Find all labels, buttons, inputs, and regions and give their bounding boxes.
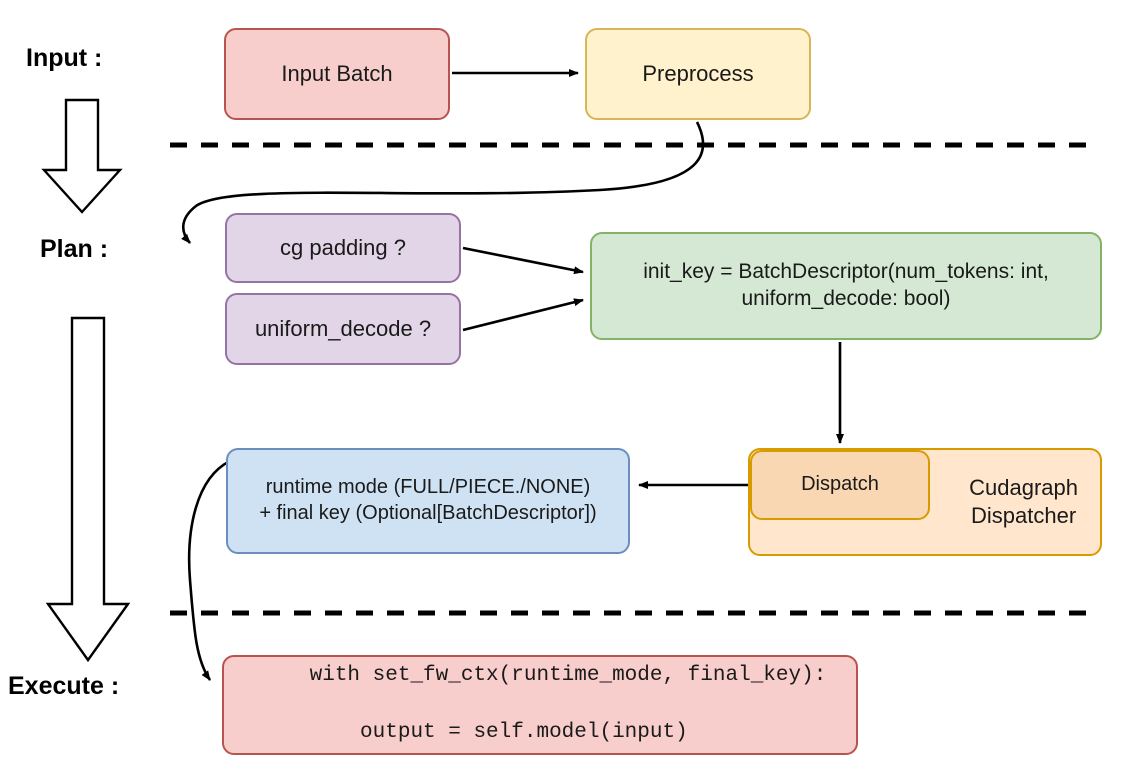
node-preprocess[interactable]: Preprocess	[585, 28, 811, 120]
edge-uniform-decode-to-init-key	[462, 298, 584, 332]
stage-label-plan: Plan :	[40, 235, 109, 263]
node-runtime-mode-line1: runtime mode (FULL/PIECE./NONE)	[265, 476, 591, 499]
node-dispatch-label: Dispatch	[801, 473, 879, 496]
stage-label-input: Input :	[26, 44, 103, 72]
stage-label-execute: Execute :	[8, 672, 120, 700]
node-init-key-text: init_key = BatchDescriptor(num_tokens: i…	[635, 259, 1057, 313]
node-runtime-mode[interactable]: runtime mode (FULL/PIECE./NONE) + final …	[226, 448, 630, 554]
node-init-key-line1: init_key = BatchDescriptor(num_tokens: i…	[643, 260, 1049, 284]
node-uniform-decode-label: uniform_decode ?	[254, 315, 432, 341]
node-exec-code[interactable]: with set_fw_ctx(runtime_mode, final_key)…	[222, 655, 858, 755]
node-init-key[interactable]: init_key = BatchDescriptor(num_tokens: i…	[590, 232, 1102, 340]
node-init-key-line2: uniform_decode: bool)	[741, 287, 951, 310]
node-input-batch[interactable]: Input Batch	[224, 28, 450, 120]
node-exec-code-line1: with set_fw_ctx(runtime_mode, final_key)…	[309, 664, 827, 688]
node-dispatch[interactable]: Dispatch	[750, 450, 930, 520]
node-cudagraph-dispatcher-line2: Dispatcher	[970, 503, 1077, 528]
node-runtime-mode-line2: + final key (Optional[BatchDescriptor])	[259, 502, 597, 524]
node-uniform-decode[interactable]: uniform_decode ?	[225, 293, 461, 365]
node-cudagraph-dispatcher-line1: Cudagraph	[969, 474, 1078, 500]
node-exec-code-text: with set_fw_ctx(runtime_mode, final_key)…	[224, 634, 834, 770]
node-cg-padding-label: cg padding ?	[280, 234, 406, 260]
node-cudagraph-dispatcher-text: Cudagraph Dispatcher	[961, 474, 1100, 530]
node-input-batch-label: Input Batch	[281, 60, 393, 86]
node-runtime-mode-text: runtime mode (FULL/PIECE./NONE) + final …	[251, 475, 604, 526]
node-exec-code-line2: output = self.model(input)	[309, 721, 688, 745]
input-to-plan-arrow	[41, 98, 123, 214]
edge-cg-padding-to-init-key	[462, 246, 584, 275]
plan-to-execute-arrow	[45, 316, 131, 663]
node-preprocess-label: Preprocess	[642, 60, 754, 86]
node-cg-padding[interactable]: cg padding ?	[225, 213, 461, 283]
